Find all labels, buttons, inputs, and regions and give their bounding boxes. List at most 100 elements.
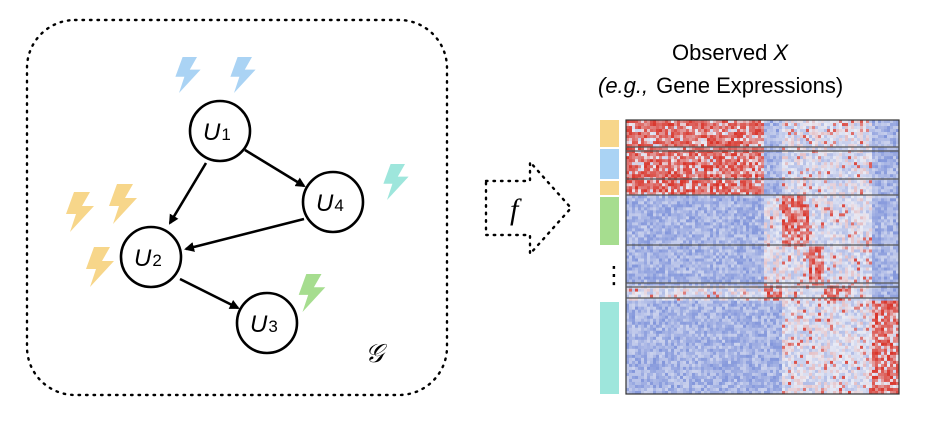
heatmap-cell [680, 201, 684, 205]
heatmap-cell [632, 123, 636, 127]
heatmap-cell [806, 189, 810, 193]
heatmap-cell [767, 141, 771, 145]
heatmap-cell [887, 165, 891, 169]
heatmap-cell [665, 267, 669, 271]
heatmap-cell [704, 180, 708, 184]
heatmap-cell [674, 273, 678, 277]
heatmap-cell [680, 276, 684, 280]
heatmap-cell [869, 207, 873, 211]
heatmap-cell [815, 126, 819, 130]
heatmap-cell [710, 180, 714, 184]
heatmap-cell [884, 171, 888, 175]
heatmap-cell [647, 273, 651, 277]
heatmap-cell [755, 234, 759, 238]
heatmap-cell [656, 279, 660, 283]
heatmap-cell [884, 207, 888, 211]
heatmap-cell [764, 180, 768, 184]
heatmap-cell [863, 165, 867, 169]
heatmap-cell [788, 225, 792, 229]
heatmap-cell [791, 258, 795, 262]
heatmap-cell [638, 144, 642, 148]
group-bar [600, 149, 619, 179]
heatmap-cell [629, 183, 633, 187]
heatmap-cell [704, 138, 708, 142]
heatmap-cell [800, 159, 804, 163]
heatmap-cell [680, 210, 684, 214]
heatmap-cell [773, 255, 777, 259]
heatmap-cell [635, 189, 639, 193]
heatmap-cell [746, 198, 750, 202]
heatmap-cell [728, 186, 732, 190]
heatmap-cell [659, 204, 663, 208]
heatmap-cell [635, 219, 639, 223]
heatmap-cell [713, 132, 717, 136]
heatmap-cell [731, 186, 735, 190]
heatmap-cell [854, 276, 858, 280]
heatmap-cell [713, 126, 717, 130]
heatmap-cell [698, 237, 702, 241]
heatmap-cell [671, 273, 675, 277]
heatmap-cell [710, 222, 714, 226]
heatmap-cell [710, 261, 714, 265]
heatmap-cell [653, 273, 657, 277]
heatmap-cell [707, 249, 711, 253]
heatmap-cell [830, 246, 834, 250]
heatmap-cell [722, 180, 726, 184]
heatmap-cell [815, 258, 819, 262]
heatmap-cell [629, 255, 633, 259]
heatmap-cell [740, 225, 744, 229]
heatmap-cell [761, 135, 765, 139]
heatmap-cell [695, 276, 699, 280]
heatmap-cell [692, 219, 696, 223]
heatmap-cell [797, 264, 801, 268]
heatmap-cell [839, 135, 843, 139]
heatmap-cell [713, 129, 717, 133]
heatmap-cell [761, 237, 765, 241]
heatmap-cell [761, 234, 765, 238]
heatmap-cell [791, 165, 795, 169]
heatmap-cell [734, 234, 738, 238]
heatmap-cell [653, 267, 657, 271]
heatmap-cell [845, 207, 849, 211]
heatmap-cell [797, 156, 801, 160]
heatmap-cell [758, 252, 762, 256]
heatmap-cell [788, 123, 792, 127]
heatmap-cell [881, 159, 885, 163]
heatmap-cell [821, 249, 825, 253]
heatmap-cell [779, 201, 783, 205]
heatmap-cell [863, 192, 867, 196]
heatmap-cell [683, 273, 687, 277]
heatmap-cell [653, 138, 657, 142]
heatmap-cell [689, 258, 693, 262]
heatmap-cell [839, 252, 843, 256]
heatmap-cell [803, 222, 807, 226]
heatmap-cell [641, 246, 645, 250]
heatmap-cell [854, 147, 858, 151]
heatmap-cell [776, 156, 780, 160]
heatmap-cell [785, 249, 789, 253]
heatmap-cell [824, 228, 828, 232]
heatmap-cell [842, 252, 846, 256]
heatmap-cell [656, 270, 660, 274]
heatmap-cell [671, 159, 675, 163]
heatmap-cell [890, 249, 894, 253]
heatmap-cell [815, 204, 819, 208]
heatmap-cell [767, 258, 771, 262]
heatmap-cell [716, 183, 720, 187]
heatmap-cell [635, 135, 639, 139]
heatmap-cell [806, 258, 810, 262]
heatmap-cell [893, 252, 897, 256]
heatmap-cell [782, 171, 786, 175]
heatmap-cell [650, 192, 654, 196]
heatmap-cell [815, 210, 819, 214]
heatmap-cell [695, 237, 699, 241]
heatmap-cell [734, 237, 738, 241]
heatmap-cell [758, 213, 762, 217]
heatmap-cell [845, 195, 849, 199]
heatmap-cell [725, 237, 729, 241]
heatmap-cell [671, 282, 675, 286]
heatmap-cell [728, 189, 732, 193]
heatmap-cell [749, 264, 753, 268]
heatmap-cell [767, 237, 771, 241]
heatmap-cell [731, 279, 735, 283]
